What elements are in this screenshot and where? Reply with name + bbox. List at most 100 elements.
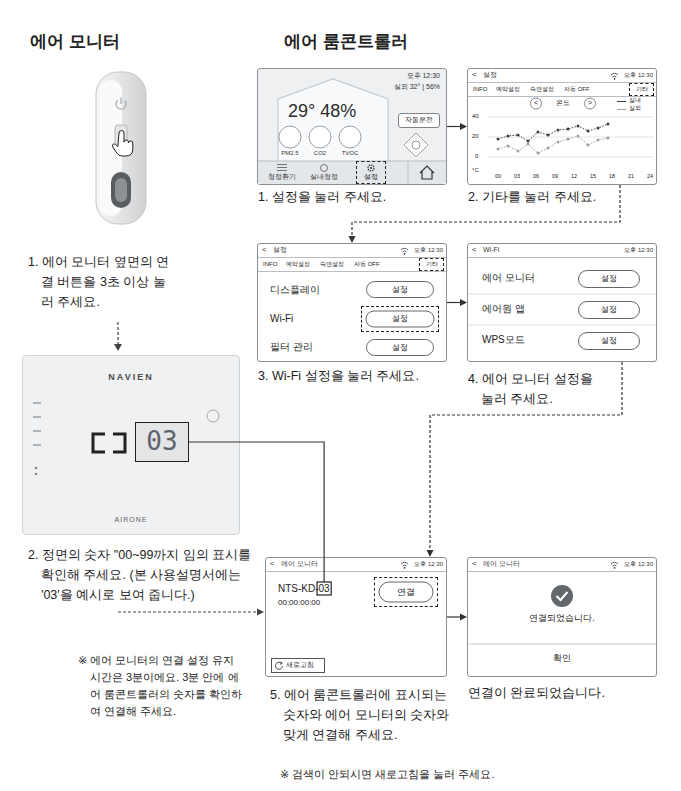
graphic-part: [93, 434, 105, 452]
arrowhead: [349, 236, 356, 243]
graphic-part: [488, 117, 654, 118]
node-text: 확인: [553, 653, 571, 664]
graphic-part: [33, 444, 41, 446]
node-text: 설정: [601, 336, 617, 346]
graphic-part: [401, 562, 408, 566]
node-text: 설정: [601, 274, 617, 284]
node-text: Wi-Fi: [483, 246, 499, 254]
graphic-part: [408, 161, 409, 184]
graphic-part: [468, 82, 656, 83]
node-text: <: [472, 245, 477, 255]
step-caption: ※ 검색이 안되시면 새로고침을 눌러 주세요.: [280, 768, 495, 781]
node-text: 설정: [273, 246, 287, 254]
node-text: 온도: [556, 99, 570, 107]
graphic-part: [517, 150, 520, 153]
graphic-part: [379, 582, 433, 602]
node-text: 에어 모니터: [482, 272, 535, 284]
graphic-part: [531, 98, 542, 109]
graphic-part: [468, 96, 656, 97]
graphic-part: [607, 137, 610, 140]
node-text: <: [472, 70, 477, 80]
step-caption: 2. 정면의 숫자 "00~99까지 임의 표시를 확인해 주세요. (본 사용…: [28, 545, 256, 605]
node-text: Wi-Fi: [270, 313, 293, 325]
node-text: AIRONE: [115, 516, 148, 524]
node-text: 설정: [601, 305, 617, 315]
settings-screen: <설정오후 12:30INFO예약설정숙면설정자동 OFF디스플레이Wi-Fi필…: [257, 243, 447, 362]
setting-button: 설정: [578, 332, 640, 350]
graphic-part: [412, 141, 420, 149]
flow-arrow: [114, 322, 122, 351]
node-text: 오후 12:30: [414, 561, 443, 568]
connector-line: [447, 302, 460, 303]
graphic-part: [498, 136, 608, 153]
graphic-part: [309, 126, 331, 148]
step-caption: 3. Wi-Fi 설정을 눌러 주세요.: [258, 369, 419, 384]
graphic-part: [614, 567, 616, 569]
graphic-part: [577, 125, 580, 128]
node-text: 설정: [392, 314, 408, 324]
graphic-part: [276, 662, 283, 669]
graphic-part: [527, 143, 530, 146]
node-text: NAVIEN: [108, 372, 153, 383]
node-text: 29° 48%: [288, 101, 356, 123]
graphic-part: [33, 402, 41, 404]
setting-button: 설정: [578, 301, 640, 319]
legend-line-sample: [617, 101, 626, 102]
graphic-part: [321, 165, 328, 172]
node-text: 에어 모니터: [483, 560, 520, 568]
graphic-part: [557, 592, 568, 600]
connector: [447, 299, 467, 306]
connector: [447, 123, 467, 130]
graphic-part: [551, 585, 573, 607]
graphic-part: [468, 325, 656, 326]
graphic-part: [368, 165, 374, 171]
node-text: 기타: [426, 261, 438, 268]
graphic-part: [557, 129, 560, 132]
graphic-part: [614, 78, 616, 80]
node-text: 설정: [392, 343, 408, 353]
node-text: 0: [475, 153, 478, 160]
graphic-part: [114, 344, 122, 351]
node-text: 03: [514, 173, 520, 180]
arrowhead: [460, 614, 467, 621]
node-text: 새로고침: [286, 661, 314, 669]
graphic-part: [488, 137, 654, 138]
setting-button: 설정: [366, 339, 434, 356]
node-text: 오후 12:30: [407, 72, 440, 80]
graphic-part: [339, 126, 361, 148]
graphic-part: [587, 144, 590, 147]
graphic-part: [547, 134, 550, 137]
node-text: 에어 모니터: [281, 560, 318, 568]
graphic-part: [207, 410, 219, 422]
node-text: INFO: [263, 261, 277, 268]
node-text: 15: [590, 173, 596, 180]
home-screen: 오후 12:30실외 32° | 56%29° 48%PM2.5CO2TVOC청…: [257, 68, 447, 185]
connector: [189, 442, 324, 557]
node-text: 자동 OFF: [564, 86, 590, 93]
node-text: 03: [146, 426, 177, 457]
air-monitor-side-view: [96, 72, 146, 224]
step-caption: 1. 설정을 눌러 주세요.: [258, 190, 386, 205]
graphic-part: [577, 135, 580, 138]
connector-line: [447, 616, 460, 617]
step-caption: 2. 기타를 눌러 주세요.: [468, 190, 596, 205]
node-text: TVOC: [342, 150, 359, 157]
graphic-part: [498, 124, 608, 141]
step-caption: 연결이 완료되었습니다.: [468, 686, 605, 701]
column-heading: 에어 룸콘트롤러: [284, 32, 408, 52]
node-text: 설정: [392, 285, 408, 295]
node-text: 필터 관리: [270, 341, 313, 353]
arrowhead: [427, 550, 434, 557]
flow-arrow: [118, 609, 264, 616]
node-text: 예약설정: [286, 261, 310, 268]
graphic-part: [468, 644, 656, 645]
graphic-part: [468, 571, 656, 572]
graphic-part: [497, 148, 500, 151]
settings-highlight: 설정: [356, 161, 386, 184]
connect-button-highlight: 연결: [374, 577, 438, 607]
graphic-part: [497, 138, 500, 141]
node-text: °C: [472, 167, 479, 174]
legend-line-sample: [617, 109, 626, 110]
graphic-part: [597, 139, 600, 142]
node-text: PM2.5: [281, 150, 298, 157]
